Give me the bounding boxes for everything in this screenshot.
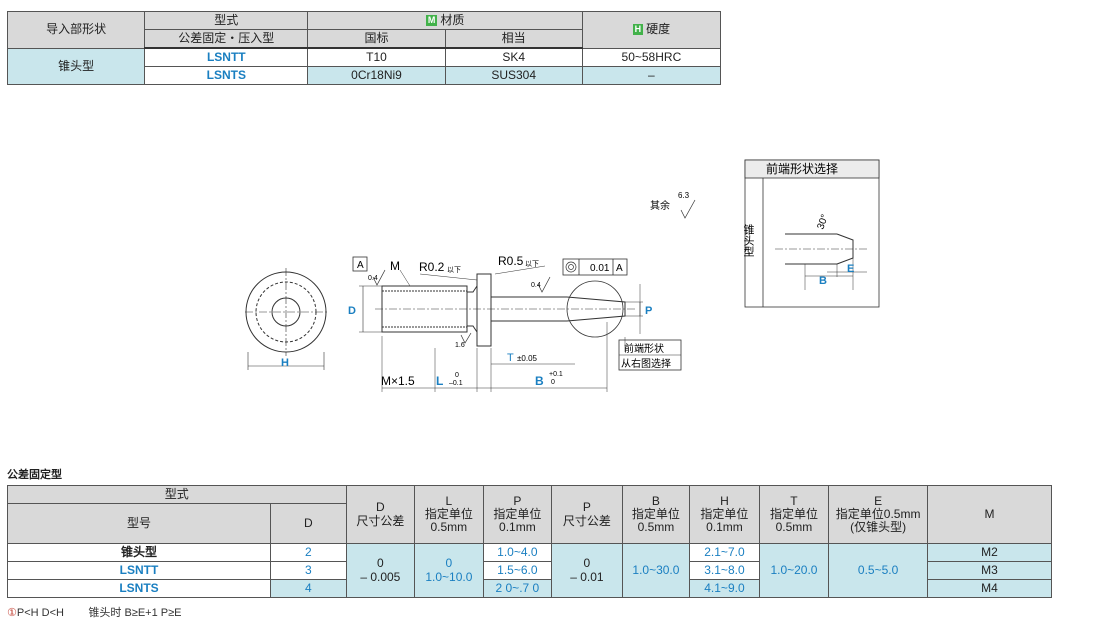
section-caption: 公差固定型 <box>7 469 62 481</box>
tolerance-datum: A <box>616 263 623 274</box>
roughness-others-label: 其余 <box>650 199 670 212</box>
d-value: 4 <box>270 579 347 598</box>
h-D: D <box>270 503 347 544</box>
tolerance-value: 0.01 <box>590 263 610 274</box>
selection-angle: 30° <box>815 213 831 231</box>
callout-select-right: 从右图选择 <box>621 357 671 370</box>
type-cell: LSNTT <box>144 47 309 67</box>
p-value: 1.5~6.0 <box>482 561 553 580</box>
gb-cell: T10 <box>307 47 446 67</box>
label-R05: R0.5 <box>498 254 524 268</box>
label-B-tol-top: +0.1 <box>549 371 563 378</box>
roughness-others-value: 6.3 <box>678 191 690 200</box>
d-value: 3 <box>270 561 347 580</box>
p-value: 1.0~4.0 <box>482 543 553 562</box>
label-A-box: A <box>357 260 364 271</box>
hardness-tag: H <box>632 24 644 36</box>
col-type-sub: 公差固定・压入型 <box>144 29 309 49</box>
material-tag: M <box>425 14 438 26</box>
roughness-1.6: 1.6 <box>455 342 465 349</box>
col-guide-shape: 导入部形状 <box>6 11 146 49</box>
selection-title: 前端形状选择 <box>766 161 838 176</box>
h-value: 2.1~7.0 <box>689 543 760 562</box>
model-cell: 锥头型 <box>7 543 271 562</box>
selection-label-E: E <box>847 263 854 275</box>
label-L-tol-bot: –0.1 <box>449 380 463 387</box>
p-value: 2 0~.7 0 <box>482 579 553 598</box>
label-R02: R0.2 <box>419 260 445 274</box>
label-L: L <box>436 374 443 388</box>
label-T-tol: ±0.05 <box>517 354 538 363</box>
technical-drawing: H <box>245 159 880 392</box>
m-value: M2 <box>926 543 1053 562</box>
hardness-cell: – <box>581 66 722 85</box>
d-value: 2 <box>270 543 347 562</box>
gb-cell: 0Cr18Ni9 <box>307 66 446 85</box>
p-tolerance: 0– 0.01 <box>551 543 623 598</box>
label-Mx: M×1.5 <box>381 374 415 388</box>
label-B-tol-bot: 0 <box>551 379 555 386</box>
callout-front-shape: 前端形状 <box>624 342 664 355</box>
label-T: T <box>507 352 514 364</box>
footnote: ①P<H D<H 锥头时 B≥E+1 P≥E <box>7 607 182 619</box>
selection-label-B: B <box>819 275 827 287</box>
h-M: M <box>926 485 1053 544</box>
e-range: 0.5~5.0 <box>828 543 928 598</box>
row-shape: 锥头型 <box>6 47 146 85</box>
label-H: H <box>281 357 289 369</box>
label-D: D <box>348 305 356 317</box>
m-value: M4 <box>926 579 1053 598</box>
h-value: 3.1~8.0 <box>689 561 760 580</box>
label-P: P <box>645 305 652 317</box>
hardness-cell: 50~58HRC <box>581 47 722 67</box>
selection-side-label: 锥头型 <box>742 224 755 257</box>
pin-side-view <box>352 199 696 392</box>
roughness-0.4-b: 0.4 <box>531 282 541 289</box>
h-type: 型式 <box>7 485 347 504</box>
eq-cell: SK4 <box>444 47 583 67</box>
m-value: M3 <box>926 561 1053 580</box>
label-below-1: 以下 <box>447 266 461 274</box>
roughness-0.4-a: 0.4 <box>368 275 378 282</box>
d-tolerance: 0– 0.005 <box>345 543 416 598</box>
col-type: 型式 <box>144 11 309 30</box>
h-value: 4.1~9.0 <box>689 579 760 598</box>
col-mat-gb: 国标 <box>307 29 446 49</box>
model-cell: LSNTT <box>7 561 271 580</box>
end-view <box>245 268 327 370</box>
tip-shape-selection <box>744 159 880 308</box>
t-range: 1.0~20.0 <box>758 543 830 598</box>
h-model: 型号 <box>7 503 271 544</box>
b-range: 1.0~30.0 <box>621 543 691 598</box>
model-cell: LSNTS <box>7 579 271 598</box>
eq-cell: SUS304 <box>444 66 583 85</box>
label-below-2: 以下 <box>525 260 539 268</box>
col-mat-eq: 相当 <box>444 29 583 49</box>
label-L-tol-top: 0 <box>455 372 459 379</box>
type-cell: LSNTS <box>144 66 309 85</box>
label-B: B <box>535 374 544 388</box>
label-M: M <box>390 259 400 273</box>
